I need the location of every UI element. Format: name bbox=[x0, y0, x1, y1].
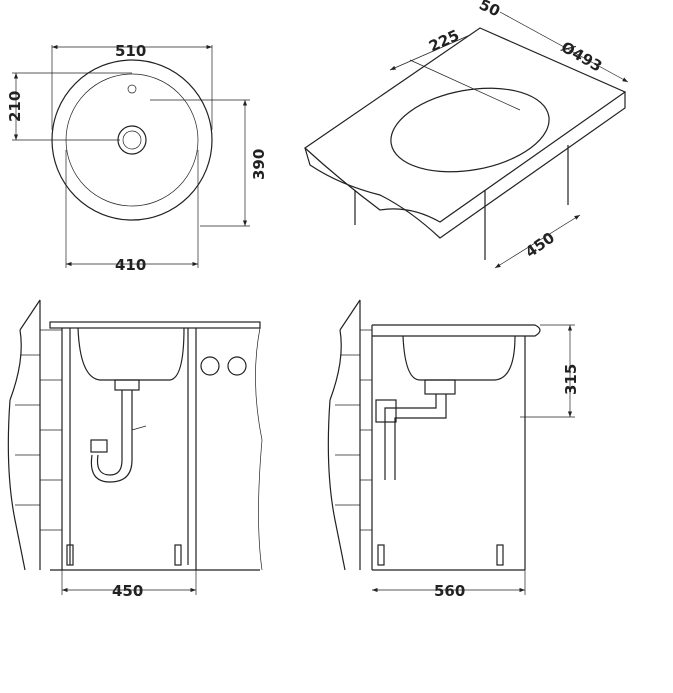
dim-450-iso: 450 bbox=[522, 229, 558, 262]
front-view: 450 bbox=[7, 299, 263, 600]
dim-50: 50 bbox=[476, 0, 503, 20]
dim-510: 510 bbox=[115, 42, 146, 60]
dim-450-front: 450 bbox=[112, 582, 143, 600]
dim-390: 390 bbox=[250, 149, 268, 180]
dim-225: 225 bbox=[426, 26, 462, 56]
side-view: 315 560 bbox=[327, 299, 580, 600]
top-view: 510 210 390 410 bbox=[6, 42, 268, 274]
dim-560: 560 bbox=[434, 582, 465, 600]
dim-diameter-493: Ø493 bbox=[558, 38, 605, 76]
isometric-view: 225 50 Ø493 450 bbox=[304, 0, 629, 269]
dim-410: 410 bbox=[115, 256, 146, 274]
dim-315: 315 bbox=[562, 364, 580, 395]
dim-210: 210 bbox=[6, 91, 24, 122]
